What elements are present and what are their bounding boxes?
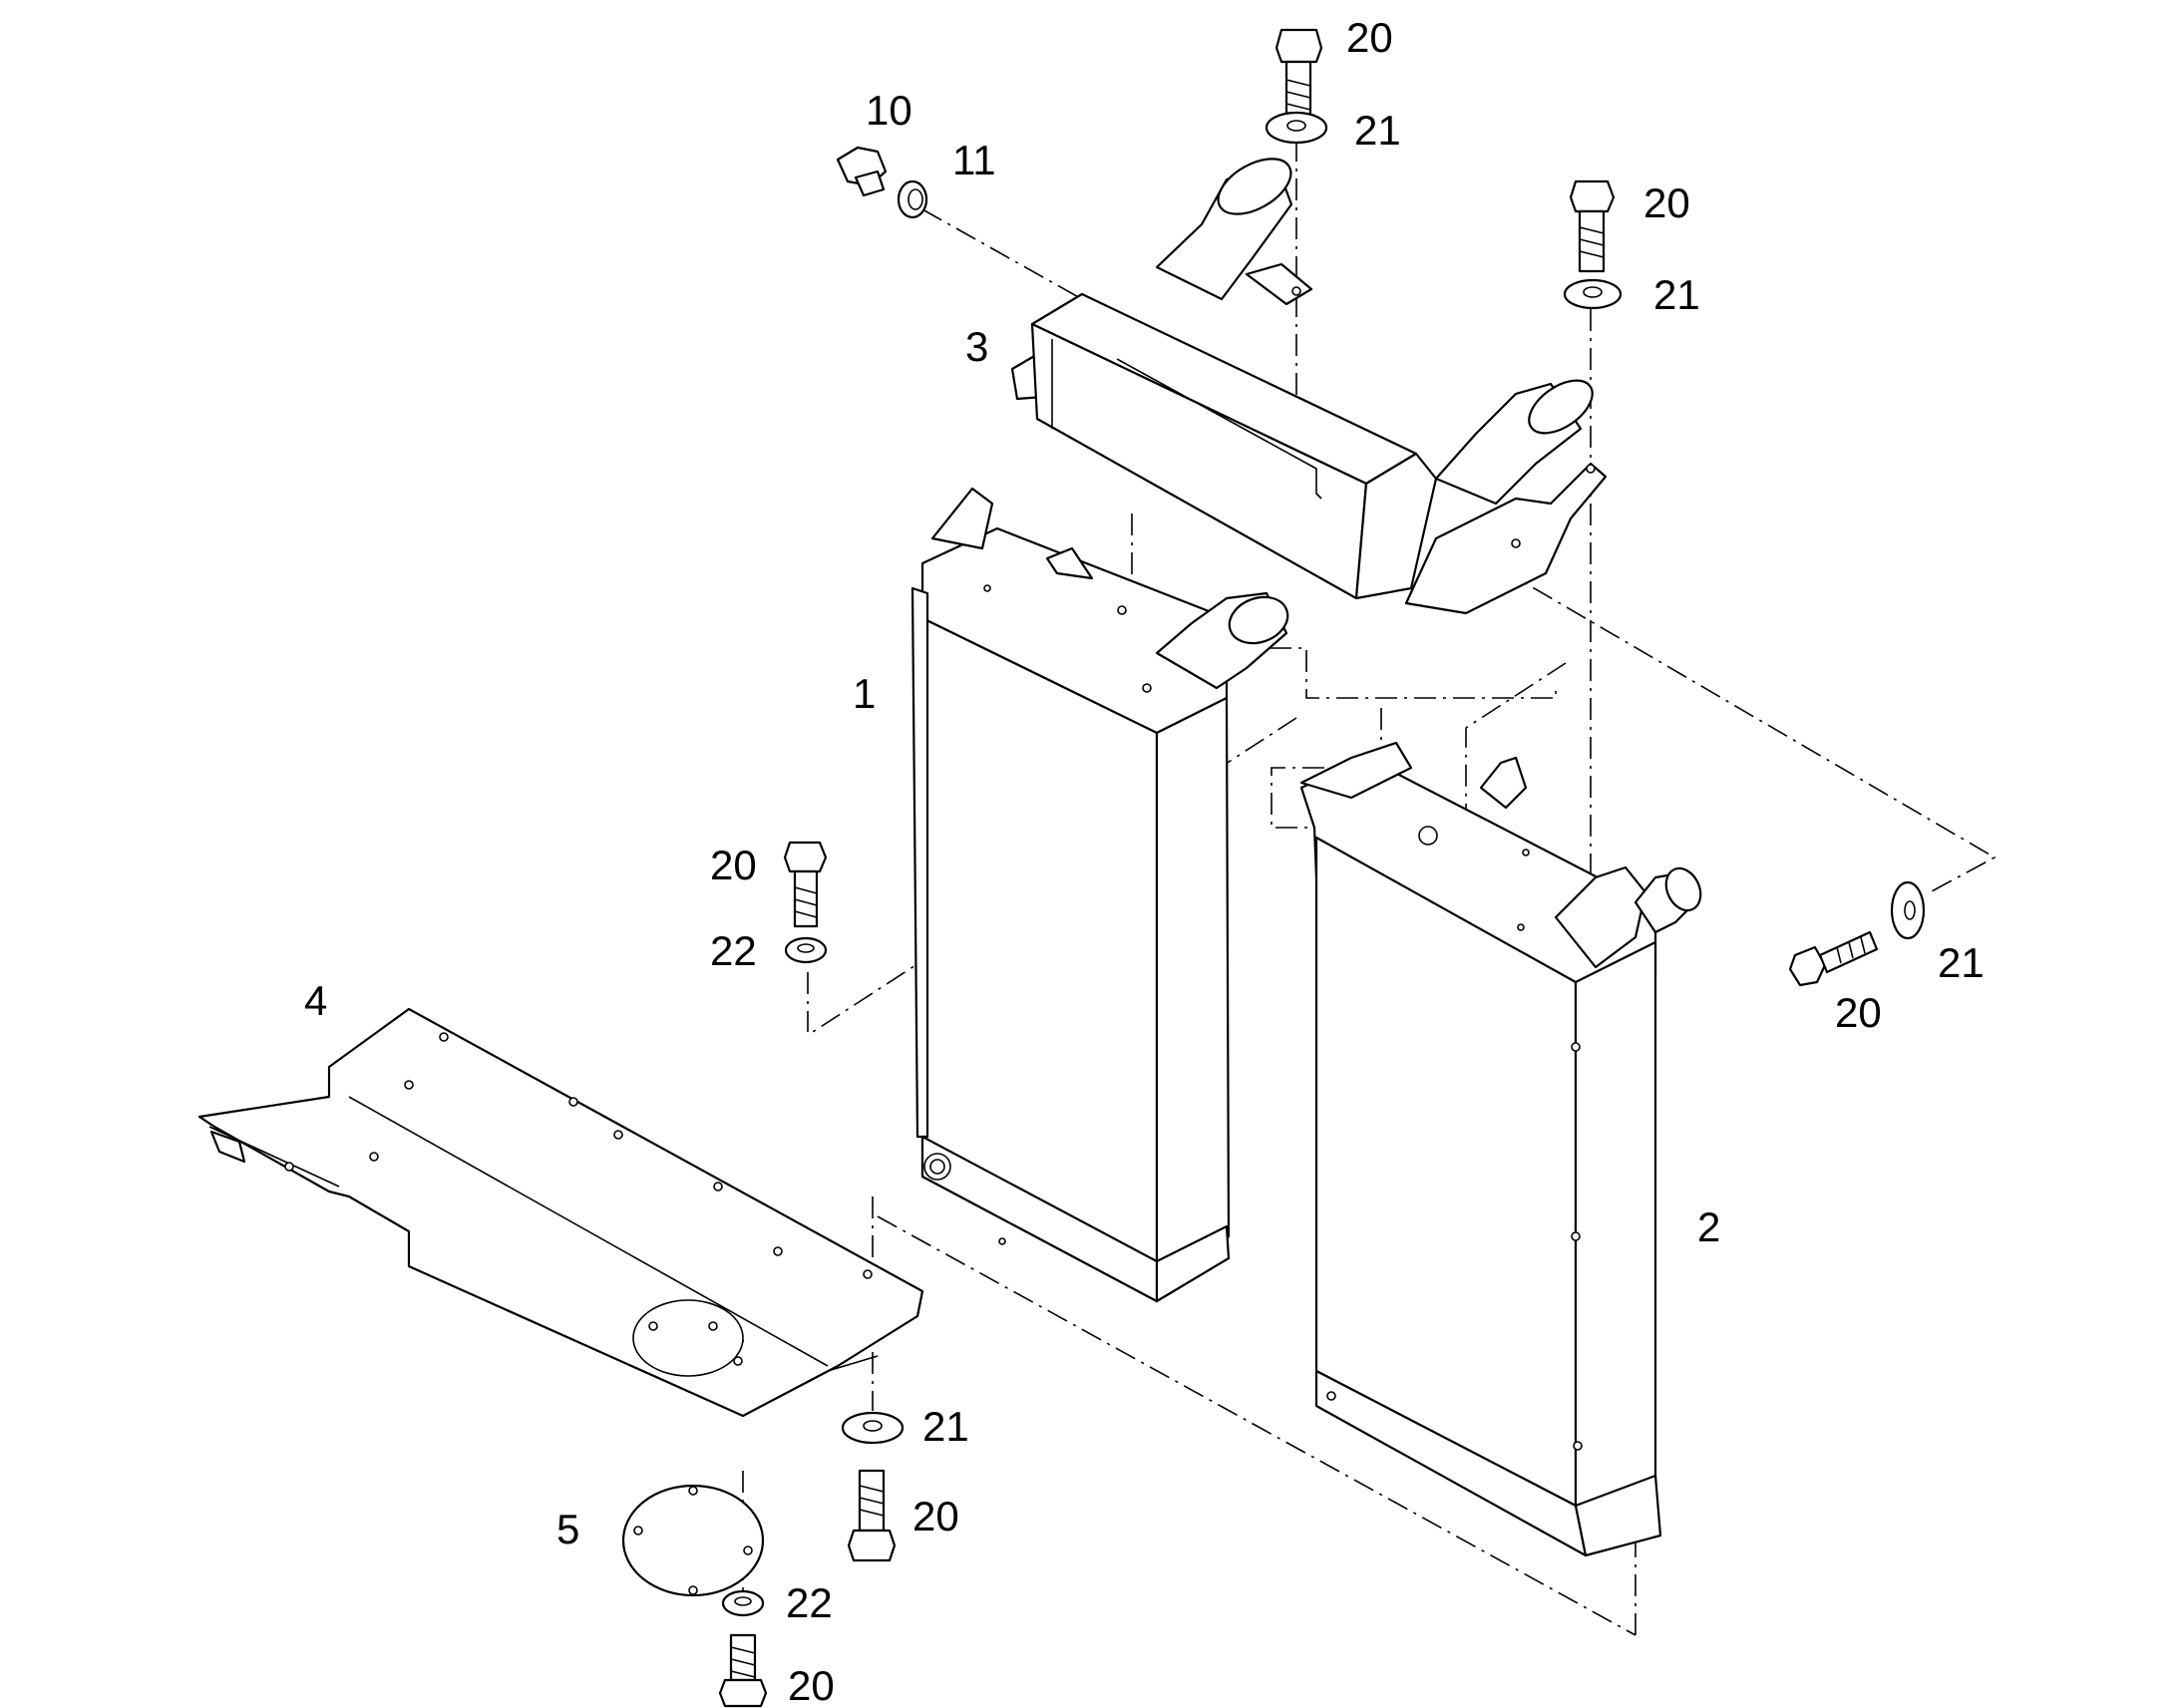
bolt-right (1788, 930, 1879, 987)
callout-21-bottom: 21 (922, 1403, 969, 1450)
radiator-left (910, 487, 1289, 1303)
bolt-upper-right (1569, 179, 1616, 273)
callout-2: 2 (1697, 1203, 1720, 1250)
drain-plug (836, 146, 888, 197)
callout-21-upper-right: 21 (1653, 271, 1700, 318)
hardware (718, 28, 1926, 1708)
callout-11: 11 (952, 137, 996, 183)
callout-5: 5 (556, 1506, 579, 1552)
callout-22-mid-left: 22 (710, 927, 757, 974)
callout-20-right: 20 (1835, 989, 1882, 1036)
charge-air-cooler (1010, 158, 1608, 615)
callout-21-right: 21 (1938, 939, 1985, 986)
callout-21-top: 21 (1354, 107, 1401, 154)
bolt-mid-left (783, 841, 828, 928)
bolt-bottom-mid (847, 1469, 897, 1562)
callout-10: 10 (866, 87, 912, 134)
cooler-right (1299, 741, 1702, 1557)
callout-1: 1 (853, 670, 876, 717)
callout-20-top: 20 (1346, 14, 1393, 61)
callout-20-bottom-mid: 20 (912, 1493, 959, 1539)
callout-4: 4 (304, 977, 327, 1024)
shroud-plate (197, 1007, 924, 1418)
callout-20-upper-right: 20 (1643, 179, 1690, 226)
bolt-bottom (718, 1633, 768, 1708)
cover-plate (621, 1484, 765, 1597)
callout-20-bottom: 20 (788, 1662, 835, 1708)
callout-3: 3 (965, 323, 988, 370)
callout-20-mid-left: 20 (710, 842, 757, 888)
callout-22-bottom: 22 (786, 1579, 833, 1626)
callout-labels: 20 21 10 11 20 21 3 1 20 22 4 21 20 2 21… (304, 14, 1985, 1708)
